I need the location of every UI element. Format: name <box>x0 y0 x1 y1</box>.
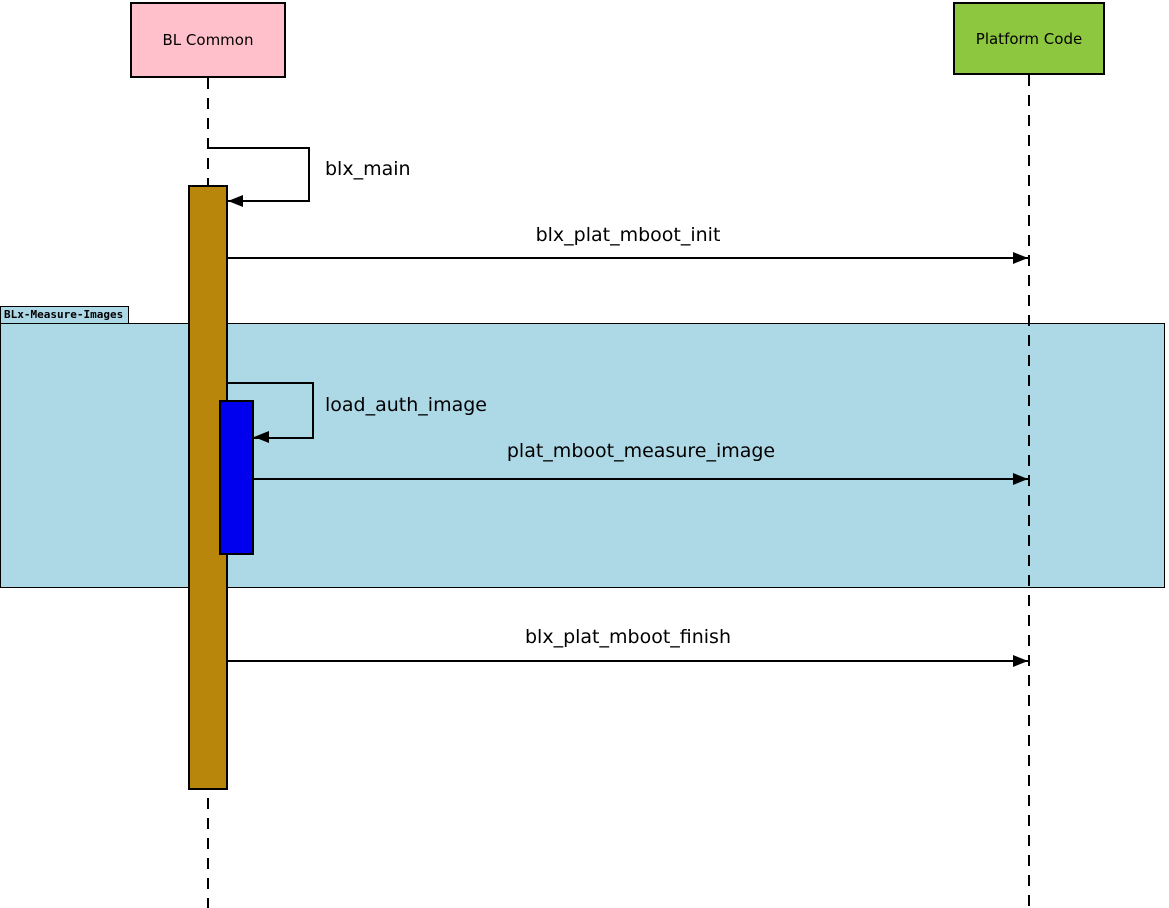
actor-bl-common: BL Common <box>130 2 286 78</box>
actor-platform-code-label: Platform Code <box>975 29 1083 48</box>
arrowhead-plat-mboot-measure-image-icon <box>1013 473 1028 485</box>
message-label-blx-plat-mboot-finish: blx_plat_mboot_finish <box>524 626 731 648</box>
self-call-blx-main-loop <box>208 147 310 202</box>
arrowhead-blx-plat-mboot-init-icon <box>1013 252 1028 264</box>
frame-label: BLx-Measure-Images <box>0 306 130 324</box>
activation-bar-inner <box>219 400 254 555</box>
message-line-blx-plat-mboot-init <box>228 257 1028 259</box>
arrowhead-load-auth-image-icon <box>254 431 269 443</box>
message-line-blx-plat-mboot-finish <box>228 660 1028 662</box>
actor-bl-common-label: BL Common <box>162 31 254 49</box>
self-call-load-auth-image-loop <box>228 382 314 439</box>
message-label-blx-main: blx_main <box>325 158 411 180</box>
message-label-load-auth-image: load_auth_image <box>325 394 487 416</box>
actor-platform-code: Platform Code <box>953 2 1105 75</box>
message-line-plat-mboot-measure-image <box>254 478 1028 480</box>
arrowhead-blx-main-icon <box>228 195 243 207</box>
arrowhead-blx-plat-mboot-finish-icon <box>1013 655 1028 667</box>
message-label-blx-plat-mboot-init: blx_plat_mboot_init <box>535 224 721 246</box>
message-label-plat-mboot-measure-image: plat_mboot_measure_image <box>506 440 776 462</box>
lifeline-platform-code <box>1028 75 1030 908</box>
